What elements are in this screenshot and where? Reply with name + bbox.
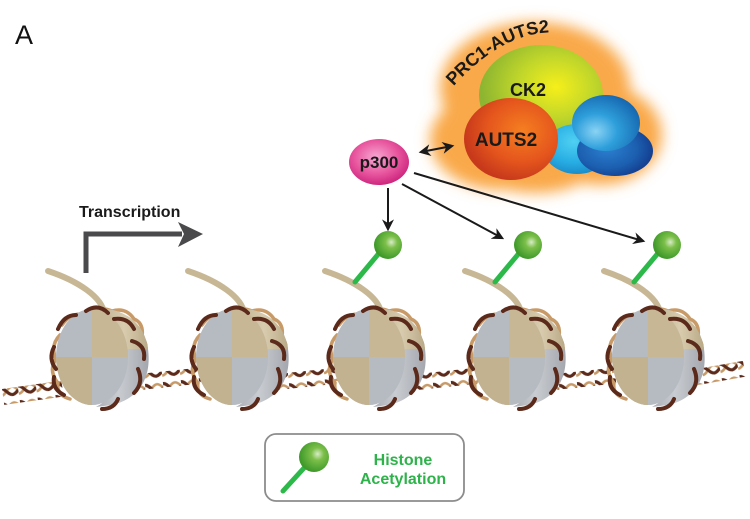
p300-label: p300 [360,153,399,172]
acetyl-group-icon [514,231,542,259]
legend-box [264,433,465,502]
p300-node: p300 [349,139,409,185]
auts2-label: AUTS2 [475,130,537,151]
p300-auts2-interaction-arrow [418,141,455,157]
nucleosome-5 [601,231,705,409]
legend-line-1: Histone [374,452,433,469]
p300-arrow-to-nucleosome-5 [413,172,646,245]
histone-octamer [468,307,565,409]
nucleosome-array [45,231,705,409]
acetyl-lollipop-icon [299,442,329,472]
acetyl-group-icon [653,231,681,259]
transcription-arrow-shaft [83,231,182,273]
nucleosome-4 [462,231,566,409]
prc1-auts2-complex: PRC1-AUTS2 CK2 AUTS2 [430,16,662,193]
ck2-label: CK2 [510,80,546,100]
legend: Histone Acetylation [264,433,465,502]
legend-acetyl-stalk [280,465,307,494]
blue-subunit-top [572,95,640,151]
transcription-start-arrow: Transcription [79,204,203,273]
histone-octamer [607,307,704,409]
acetyl-stalk [352,249,383,285]
nucleosome-1 [45,268,149,409]
auts2-subunit [464,98,558,180]
nucleosome-3 [322,231,426,409]
histone-octamer [51,307,148,409]
legend-line-2: Acetylation [360,471,446,488]
acetyl-stalk [631,249,662,285]
nucleosome-2 [185,268,289,409]
p300-ellipse [349,139,409,185]
transcription-label: Transcription [79,204,180,221]
acetyl-stalk [492,249,523,285]
histone-octamer [191,307,288,409]
acetyl-group-icon [374,231,402,259]
transcription-arrowhead [178,222,203,247]
histone-octamer [328,307,425,409]
panel-label: A [15,20,33,50]
p300-arrow-to-nucleosome-4 [401,183,505,240]
